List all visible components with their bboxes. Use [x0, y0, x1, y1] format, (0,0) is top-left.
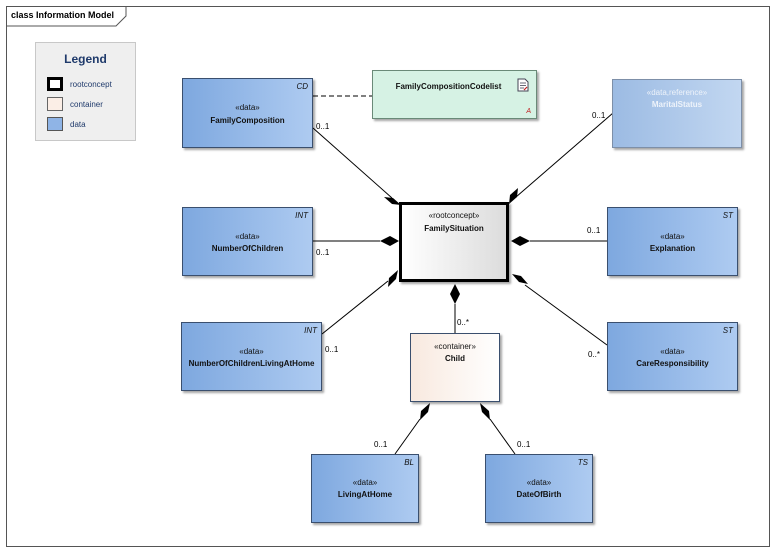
legend-swatch-data: [47, 117, 63, 131]
multiplicity-living-at-home: 0..1: [374, 440, 388, 449]
multiplicity-child: 0..*: [457, 318, 470, 327]
stereotype-label: «data»: [660, 232, 685, 241]
composition-diamond-family-composition: [384, 197, 401, 205]
codelist-document-icon: [517, 78, 529, 92]
legend-swatch-rootconcept: [47, 77, 63, 91]
legend-label-container: container: [70, 100, 103, 109]
stereotype-label: «rootconcept»: [428, 211, 480, 220]
multiplicity-marital-status: 0..1: [592, 111, 606, 120]
composition-diamond-date-of-birth: [480, 403, 490, 420]
class-name: NumberOfChildrenLivingAtHome: [188, 359, 315, 368]
multiplicity-explanation: 0..1: [587, 226, 601, 235]
composition-diamond-marital-status: [509, 188, 518, 204]
class-name: FamilyCompositionCodelist: [395, 82, 502, 91]
datatype-tag: BL: [404, 458, 414, 467]
composition-diamond-number-of-children: [380, 236, 399, 246]
class-number-of-children-living-at-home[interactable]: INT «data» NumberOfChildrenLivingAtHome: [181, 322, 322, 391]
stereotype-label: «data»: [352, 478, 378, 487]
class-name: MaritalStatus: [651, 100, 703, 109]
multiplicity-children-at-home: 0..1: [325, 345, 339, 354]
class-name: FamilyComposition: [210, 116, 285, 125]
composition-diamond-child: [450, 284, 460, 304]
class-family-composition[interactable]: CD «data» FamilyComposition: [182, 78, 313, 148]
legend: Legend rootconcept container data: [35, 42, 136, 141]
datatype-tag: INT: [295, 211, 308, 220]
association-care-responsibility: [524, 284, 608, 346]
composition-diamond-explanation: [511, 236, 530, 246]
class-name: Explanation: [649, 244, 696, 253]
composition-diamond-children-at-home: [388, 270, 398, 287]
class-care-responsibility[interactable]: ST «data» CareResponsibility: [607, 322, 738, 391]
class-living-at-home[interactable]: BL «data» LivingAtHome: [311, 454, 419, 523]
stereotype-label: «data,reference»: [646, 88, 708, 97]
stereotype-label: «data»: [660, 347, 685, 356]
class-family-situation[interactable]: «rootconcept» FamilySituation: [399, 202, 509, 282]
class-number-of-children[interactable]: INT «data» NumberOfChildren: [182, 207, 313, 276]
datatype-tag: ST: [722, 326, 733, 335]
association-date-of-birth: [489, 418, 516, 455]
datatype-tag: TS: [577, 458, 588, 467]
class-name: NumberOfChildren: [211, 244, 284, 253]
association-children-at-home: [321, 280, 389, 335]
multiplicity-date-of-birth: 0..1: [517, 440, 531, 449]
frame-tab-outline: [6, 6, 127, 27]
legend-swatch-container: [47, 97, 63, 111]
datatype-tag: INT: [304, 326, 317, 335]
legend-title: Legend: [64, 52, 107, 66]
stereotype-label: «data»: [526, 478, 552, 487]
composition-diamond-care-responsibility: [512, 274, 528, 284]
multiplicity-family-composition: 0..1: [316, 122, 330, 131]
datatype-tag: CD: [296, 82, 308, 91]
legend-label-data: data: [70, 120, 86, 129]
class-family-composition-codelist[interactable]: FamilyCompositionCodelist A: [372, 70, 537, 119]
class-marital-status[interactable]: «data,reference» MaritalStatus: [612, 79, 742, 148]
composition-diamond-living-at-home: [420, 403, 430, 420]
stereotype-label: «data»: [235, 232, 260, 241]
stereotype-label: «data»: [239, 347, 264, 356]
legend-label-rootconcept: rootconcept: [70, 80, 112, 89]
class-child[interactable]: «container» Child: [410, 333, 500, 402]
class-name: CareResponsibility: [636, 359, 709, 368]
stereotype-label: «container»: [434, 342, 476, 351]
diagram-frame: [6, 6, 770, 547]
multiplicity-number-of-children: 0..1: [316, 248, 330, 257]
association-living-at-home: [394, 418, 421, 455]
association-marital-status: [515, 112, 614, 198]
multiplicity-care-responsibility: 0..*: [588, 350, 601, 359]
stereotype-label: «data»: [235, 103, 260, 112]
class-name: LivingAtHome: [337, 490, 393, 499]
class-date-of-birth[interactable]: TS «data» DateOfBirth: [485, 454, 593, 523]
class-name: Child: [445, 354, 465, 363]
association-family-composition: [312, 127, 393, 199]
abstract-marker: A: [526, 108, 531, 115]
datatype-tag: ST: [722, 211, 733, 220]
diagram-frame-title: class Information Model: [11, 10, 115, 20]
class-name: FamilySituation: [424, 224, 484, 233]
class-name: DateOfBirth: [516, 490, 562, 499]
class-explanation[interactable]: ST «data» Explanation: [607, 207, 738, 276]
